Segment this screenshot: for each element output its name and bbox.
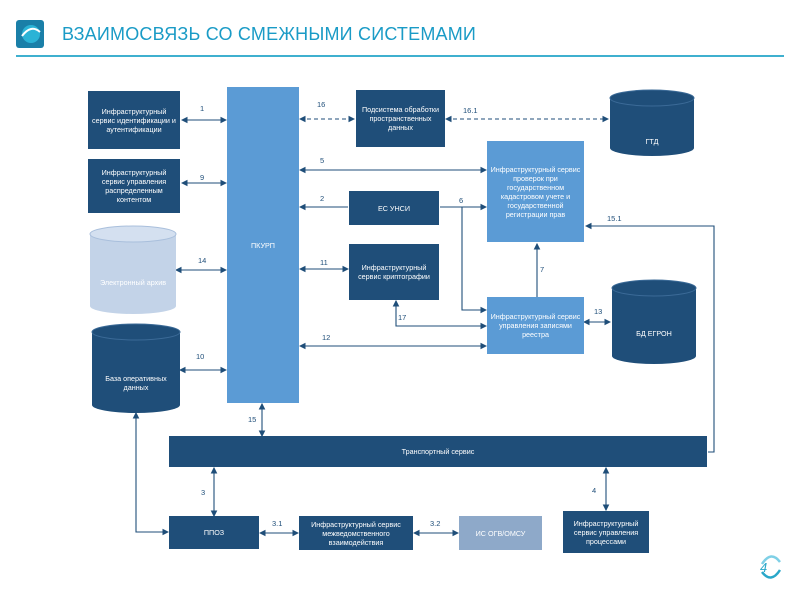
pkurp-box: ПКУРП [227, 87, 299, 403]
edge-label-17: 17 [398, 313, 407, 322]
gtd-label: ГТД [645, 136, 659, 146]
edge-label-2: 2 [320, 194, 325, 203]
process-service-box: Инфраструктурный сервис управления проце… [563, 511, 649, 553]
transport-service-box: Транспортный сервис [169, 436, 707, 467]
spatial-subsystem-box: Подсистема обработки пространственных да… [356, 90, 445, 147]
edge-label-9: 9 [200, 173, 205, 182]
opdb-label: База оперативных данных [105, 374, 167, 392]
page-number: 4 [760, 560, 768, 575]
edge-label-3-1: 3.1 [272, 519, 283, 528]
archive-label: Электронный архив [99, 277, 167, 287]
edge-label-15: 15 [248, 415, 257, 424]
edge-label-4: 4 [592, 486, 597, 495]
edge-label-16-1: 16.1 [463, 106, 478, 115]
page-title: ВЗАИМОСВЯЗЬ СО СМЕЖНЫМИ СИСТЕМАМИ [62, 24, 477, 44]
edge-label-7: 7 [540, 265, 545, 274]
egron-label: БД ЕГРОН [636, 328, 672, 338]
gtd-cylinder [609, 89, 695, 156]
edge-label-1: 1 [200, 104, 205, 113]
interagency-service-box: Инфраструктурный сервис межведомственног… [299, 516, 413, 550]
edge-label-3-2: 3.2 [430, 519, 441, 528]
edge-label-16: 16 [317, 100, 326, 109]
edge-label-5: 5 [320, 156, 325, 165]
edge-label-14: 14 [198, 256, 207, 265]
edge-label-3: 3 [201, 488, 206, 497]
edge-label-12: 12 [322, 333, 331, 342]
egron-cylinder [611, 279, 697, 364]
pposh-box: ППОЗ [169, 516, 259, 549]
edge-label-6: 6 [459, 196, 464, 205]
edge-label-10: 10 [196, 352, 205, 361]
archive-cylinder [89, 225, 177, 314]
ogv-omsu-box: ИС ОГВ/ОМСУ [459, 516, 542, 550]
edge-label-15-1: 15.1 [607, 214, 622, 223]
check-service-box: Инфраструктурный сервис проверок при гос… [487, 141, 584, 242]
title-divider [16, 55, 784, 57]
page-number-swirl-icon [760, 555, 782, 579]
edge-label-13: 13 [594, 307, 603, 316]
crypto-service-box: Инфраструктурный сервис криптографии [349, 244, 439, 300]
identification-service-box: Инфраструктурный сервис идентификации и … [88, 91, 180, 149]
content-service-box: Инфраструктурный сервис управления распр… [88, 159, 180, 213]
opdb-cylinder [91, 323, 181, 413]
logo-icon [16, 20, 44, 48]
esunsi-box: ЕС УНСИ [349, 191, 439, 225]
registry-service-box: Инфраструктурный сервис управления запис… [487, 297, 584, 354]
edge-label-11: 11 [320, 258, 328, 267]
